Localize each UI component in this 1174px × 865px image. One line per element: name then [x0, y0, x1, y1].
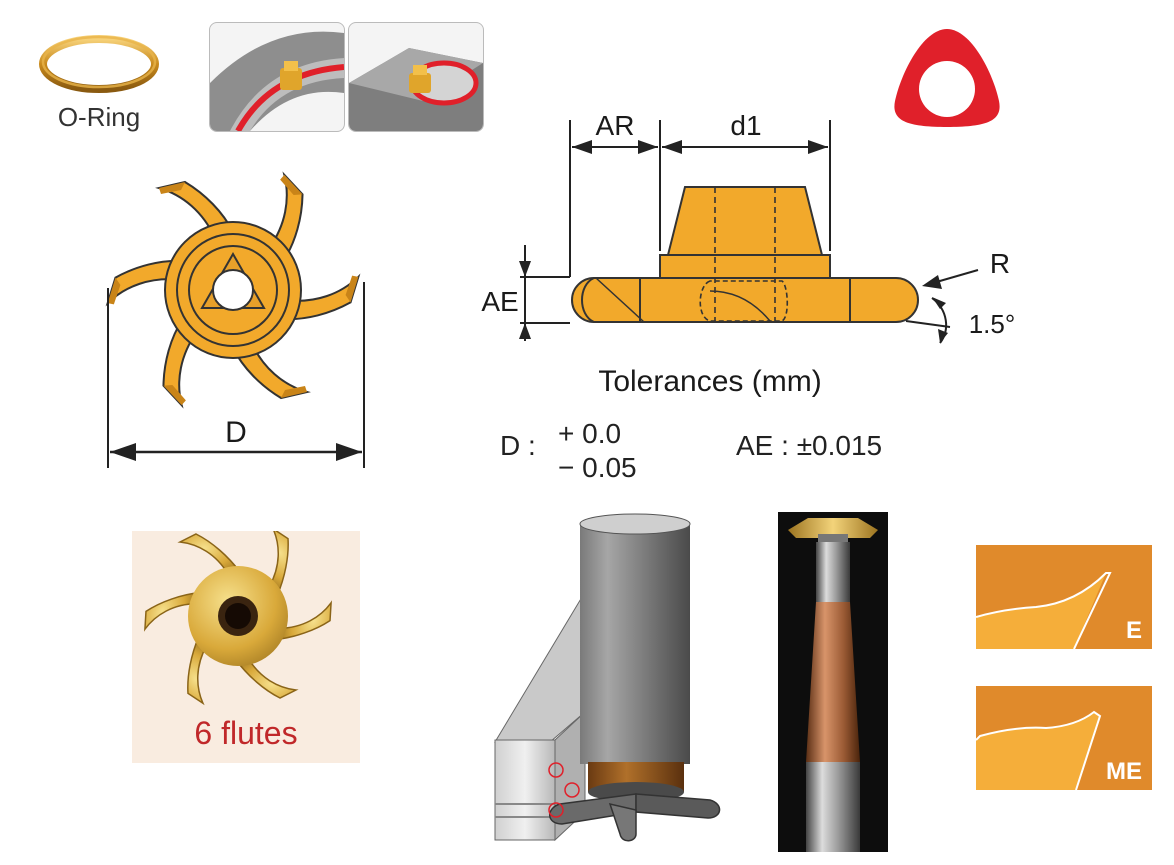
tool-photo — [778, 512, 888, 852]
dim-r-label: R — [990, 248, 1010, 279]
profile-e-panel: E — [976, 545, 1152, 649]
dim-ar-label: AR — [596, 110, 635, 141]
oring-label: O-Ring — [57, 102, 141, 132]
dim-ae-label: AE — [481, 286, 518, 317]
flutes-photo-panel: 6 flutes — [132, 531, 360, 763]
oring-install-photo-2 — [348, 22, 484, 132]
profile-me-panel: ME — [976, 686, 1152, 790]
insert-top-view: D — [100, 170, 380, 470]
insert-side-view-drawing: AR d1 AE R 1.5° — [481, 110, 1016, 344]
insert-top-view-drawing: D — [101, 170, 365, 468]
tolerances-title: Tolerances (mm) — [598, 365, 822, 398]
oring-icon — [39, 35, 159, 93]
oring-install-photo-1 — [209, 22, 345, 132]
tolerance-ae: AE : ±0.015 — [736, 430, 883, 461]
end-mill-shank-icon — [788, 518, 878, 852]
tolerance-d-minus: − 0.05 — [558, 452, 637, 483]
tolerance-d-label: D : — [500, 430, 536, 461]
profile-e-shape — [976, 572, 1112, 649]
spindle-cutter-icon — [494, 513, 721, 842]
groove-ring-icon — [210, 31, 344, 131]
groove-ring-block-icon — [349, 48, 483, 131]
insert-side-view: AR d1 AE R 1.5° — [470, 105, 1050, 365]
tolerance-d-plus: + 0.0 — [558, 418, 622, 449]
dim-d-label: D — [225, 416, 247, 449]
profile-me-label: ME — [1106, 758, 1142, 785]
profile-e-label: E — [1125, 617, 1142, 644]
dim-d1-label: d1 — [730, 110, 761, 141]
oring-figure: O-Ring — [36, 30, 162, 134]
dim-angle-label: 1.5° — [969, 309, 1016, 339]
insert-photo-icon — [137, 531, 339, 708]
profile-me-shape — [976, 710, 1102, 790]
machining-illustration — [490, 512, 730, 852]
triangle-ring-figure — [893, 25, 1001, 129]
reuleaux-ring-icon — [894, 29, 1000, 127]
flutes-caption: 6 flutes — [194, 715, 298, 751]
